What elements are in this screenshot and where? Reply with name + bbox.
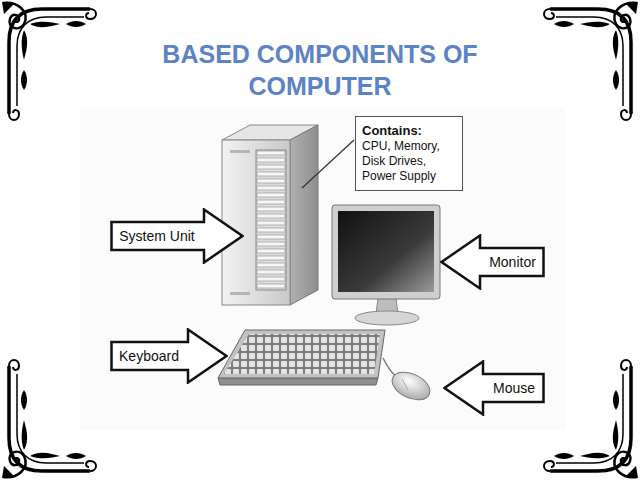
system-unit-drawing	[222, 125, 318, 305]
arrow-label: Keyboard	[110, 342, 188, 370]
callout-box: Contains:CPU, Memory, Disk Drives, Power…	[355, 116, 463, 191]
picture-ground	[80, 107, 565, 430]
arrow-label: Mouse	[483, 374, 545, 402]
pointer-arrow: Monitor	[440, 234, 545, 290]
pointer-arrow: Mouse	[443, 360, 545, 416]
pointer-arrow: Keyboard	[110, 328, 228, 384]
mouse-drawing	[383, 358, 434, 405]
callout-body: CPU, Memory, Disk Drives, Power Supply	[362, 139, 456, 184]
slide-title: BASED COMPONENTS OF COMPUTER	[160, 38, 480, 102]
pointer-arrow: System Unit	[110, 208, 244, 264]
callout-heading: Contains:	[362, 122, 456, 139]
arrow-label: System Unit	[110, 222, 204, 250]
leader-line	[302, 140, 354, 188]
keyboard-drawing	[218, 330, 385, 385]
monitor-drawing	[332, 205, 440, 325]
arrow-label: Monitor	[480, 248, 545, 276]
